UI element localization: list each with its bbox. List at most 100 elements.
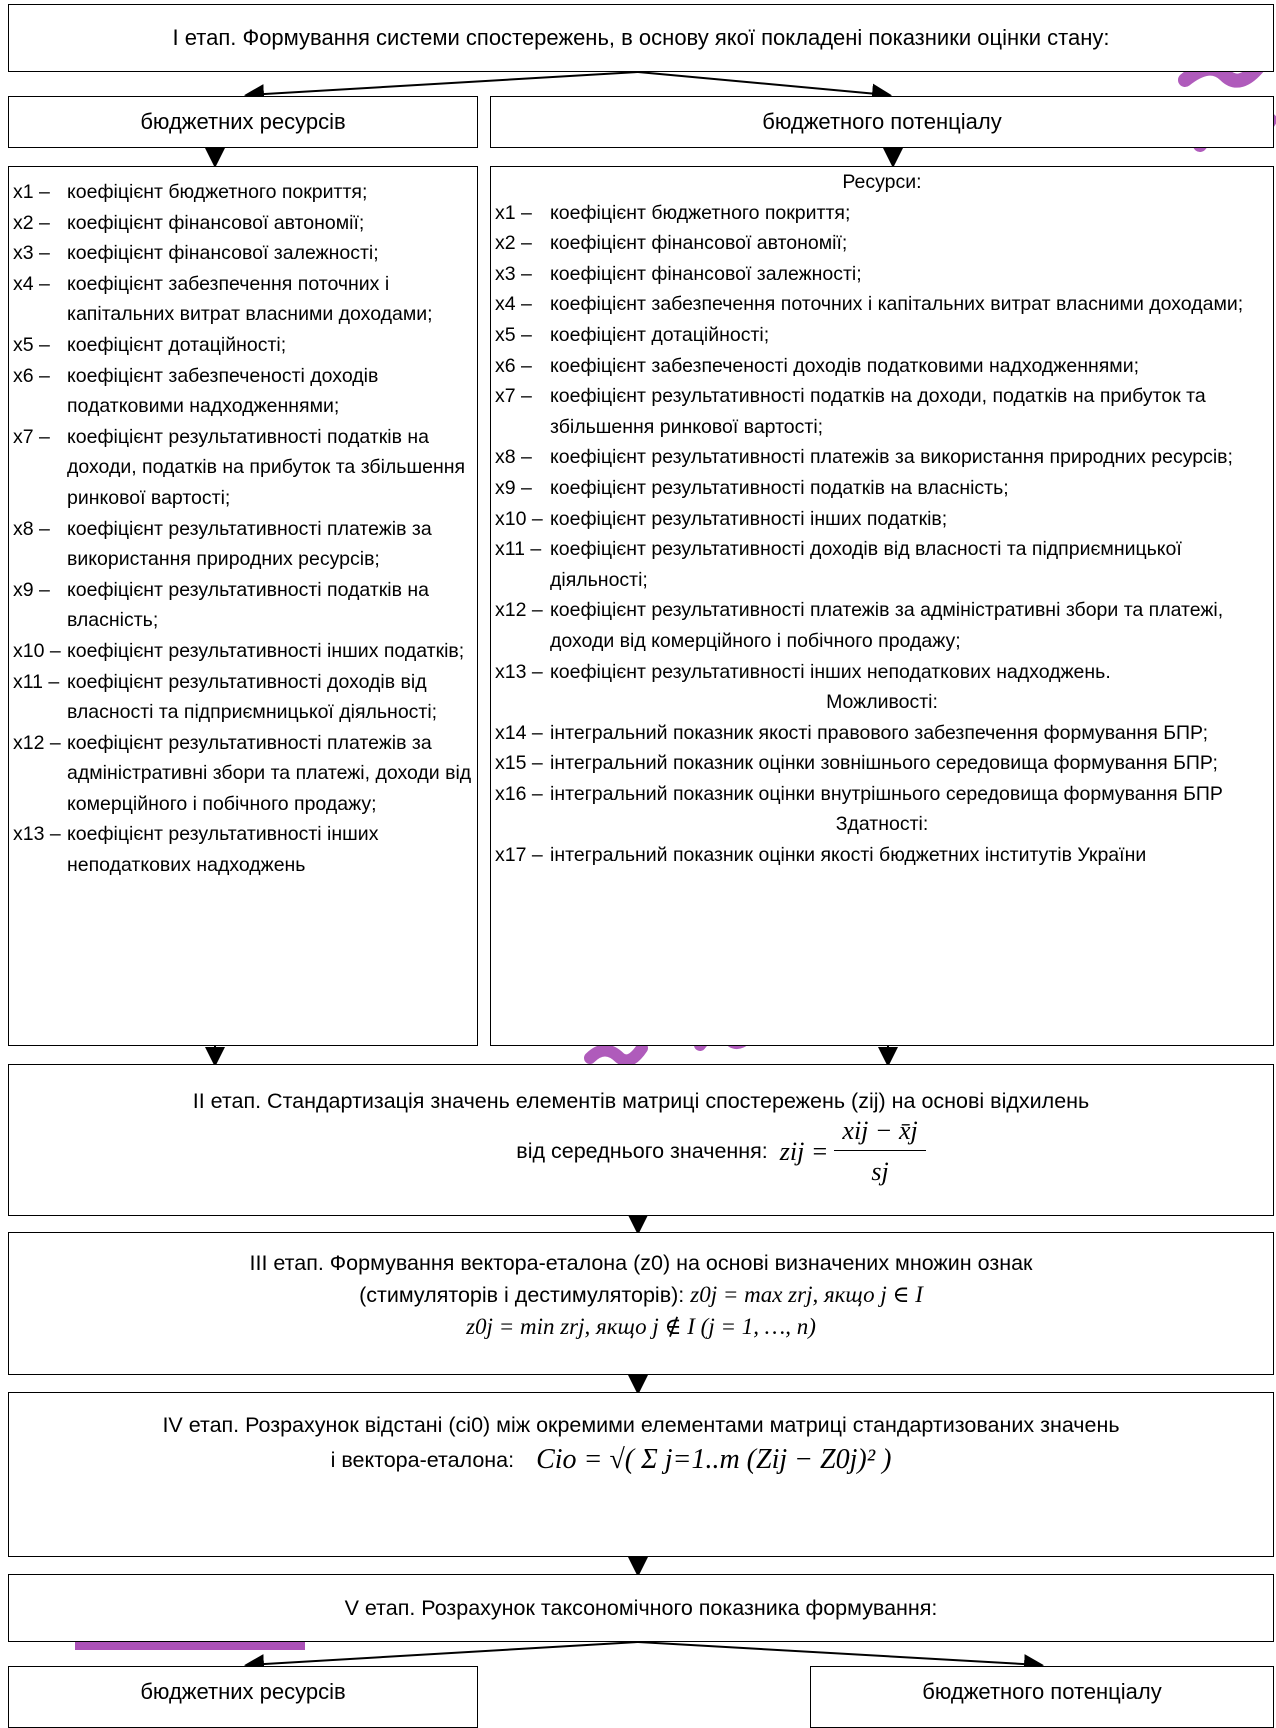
stage-1-box: І етап. Формування системи спостережень,… [8,4,1274,72]
indicator-key: x1 – [13,181,50,203]
indicator-item: x8 – коефіцієнт результативності платежів… [13,514,473,575]
indicator-text: коефіцієнт фінансової залежності; [550,262,862,285]
formula-z-numerator: xij − x̄j [834,1116,926,1151]
indicator-item: x9 –коефіцієнт результативності податків… [13,575,473,636]
right-header-budget-potential: бюджетного потенціалу [490,96,1274,148]
indicator-key: x12 – [13,731,61,754]
indicator-text: коефіцієнт дотаційності; [67,333,287,356]
resources-section-title: Ресурси: [842,171,922,193]
indicator-item: x2 – коефіцієнт фінансової автономії; [13,208,473,239]
indicator-item: x6 – коефіцієнт забезпеченості доходів по… [495,351,1269,382]
indicator-item: x7 – коефіцієнт результативності податків… [13,422,473,514]
indicator-item: x4 –коефіцієнт забезпечення поточних і к… [13,269,473,330]
indicator-text: інтегральний показник оцінки внутрішньог… [550,782,1223,805]
indicator-text: коефіцієнт результативності платежів за … [67,517,432,571]
indicator-item: x14 –інтегральний показник якості правов… [495,718,1269,749]
indicator-item: x5 – коефіцієнт дотаційності; [495,320,1269,351]
indicator-item: x5 – коефіцієнт дотаційності; [13,330,473,361]
indicator-key: x7 – [13,425,50,448]
indicator-text: коефіцієнт бюджетного покриття; [550,201,851,224]
indicator-key: x4 – [495,293,532,316]
indicator-key: x3 – [13,242,50,265]
indicator-key: x2 – [13,211,50,234]
indicator-item: x3 – коефіцієнт фінансової залежності; [495,259,1269,290]
indicator-key: x16 – [495,782,543,805]
indicator-text: коефіцієнт фінансової залежності; [67,242,379,265]
indicator-key: x9 – [13,578,50,601]
indicator-text: коефіцієнт результативності інших непода… [67,823,379,877]
indicator-item: x16 – інтегральний показник оцінки внутрі… [495,779,1269,810]
indicator-text: коефіцієнт результативності податків на … [67,425,466,509]
indicator-text: коефіцієнт дотаційності; [550,323,770,346]
formula-z-lhs: zij = [779,1136,829,1166]
stage-2-line-2: від середнього значення: [516,1139,768,1163]
indicator-text: інтегральний показник якості правового з… [550,721,1209,744]
stage-1-title: І етап. Формування системи спостережень,… [172,25,1110,50]
indicator-text: інтегральний показник оцінки зовнішнього… [550,752,1218,775]
indicator-key: x9 – [495,476,532,499]
indicator-text: коефіцієнт результативності платежів за … [550,599,1224,652]
stage-2-box: ІІ етап. Стандартизація значень елементі… [8,1064,1274,1216]
formula-distance: Cio = √( Σ j=1..m (Zij − Z0j)² ) [536,1444,892,1475]
indicator-item: x6 –коефіцієнт забезпеченості доходів по… [13,361,473,422]
indicator-text: коефіцієнт забезпеченості доходів податк… [550,354,1140,377]
final-left-header-budget-resources: бюджетних ресурсів [8,1666,478,1728]
indicator-key: x5 – [13,333,50,356]
final-right-header-label: бюджетного потенціалу [922,1679,1162,1704]
indicator-key: x5 – [495,323,532,346]
stage-5-box: V етап. Розрахунок таксономічного показн… [8,1574,1274,1642]
final-right-header-budget-potential: бюджетного потенціалу [810,1666,1274,1728]
indicator-item: x12 –коефіцієнт результативності платежі… [13,728,473,820]
stage-3-line-2-prefix: (стимуляторів і дестимуляторів): [359,1283,685,1307]
indicator-item: x17 – інтегральний показник оцінки якості… [495,840,1269,871]
stage-3-box: ІІІ етап. Формування вектора-еталона (z0… [8,1232,1274,1375]
indicator-item: x8 – коефіцієнт результативності платежів… [495,442,1269,473]
indicator-item: x15 –інтегральний показник оцінки зовніш… [495,748,1269,779]
indicator-text: коефіцієнт забезпечення поточних і капіт… [550,293,1244,316]
indicator-item: x11 – коефіцієнт результативності доходів… [495,534,1269,595]
formula-max: z0j = max zrj, якщо j ∈ I [690,1282,923,1307]
final-left-header-label: бюджетних ресурсів [140,1679,346,1704]
indicator-key: x11 – [13,670,60,693]
left-header-label: бюджетних ресурсів [140,109,346,134]
indicator-item: x2 –коефіцієнт фінансової автономії; [495,228,1269,259]
indicator-key: x11 – [495,538,542,561]
indicator-key: x13 – [13,823,61,846]
indicator-key: x1 – [495,201,532,224]
indicator-key: x8 – [495,446,532,469]
indicator-text: коефіцієнт результативності інших непода… [550,660,1111,683]
indicator-text: коефіцієнт результативності платежів за … [550,446,1233,469]
right-header-label: бюджетного потенціалу [762,109,1002,134]
indicator-item: x9 –коефіцієнт результативності податків… [495,473,1269,504]
stage-4-line-1: IV етап. Розрахунок відстані (ci0) між о… [162,1413,1120,1437]
stage-5-title: V етап. Розрахунок таксономічного показн… [344,1595,938,1620]
left-indicator-list: x1 –коефіцієнт бюджетного покриття; x2 – к… [8,166,478,1046]
indicator-key: x10 – [495,507,543,530]
indicator-key: x10 – [13,639,61,662]
indicator-item: x10 – коефіцієнт результативності інших п… [495,504,1269,535]
stage-4-line-2: і вектора-еталона: [330,1447,515,1472]
formula-z-fraction: xij − x̄j sj [834,1116,926,1187]
indicator-item: x4 – коефіцієнт забезпечення поточних і к… [495,289,1269,320]
stage-3-line-1: ІІІ етап. Формування вектора-еталона (z0… [249,1251,1033,1275]
indicator-item: x11 –коефіцієнт результативності доходів… [13,667,473,728]
indicator-item: x1 –коефіцієнт бюджетного покриття; [13,177,473,208]
stage-4-box: IV етап. Розрахунок відстані (ci0) між о… [8,1392,1274,1557]
indicator-text: коефіцієнт забезпеченості доходів податк… [67,364,379,418]
indicator-key: x17 – [495,844,543,867]
indicator-key: x6 – [495,354,532,377]
indicator-text: коефіцієнт результативності інших податк… [550,507,948,530]
left-header-budget-resources: бюджетних ресурсів [8,96,478,148]
indicator-key: x4 – [13,272,50,295]
indicator-key: x8 – [13,517,50,540]
indicator-text: коефіцієнт фінансової автономії; [67,211,365,234]
right-indicator-list: Ресурси: x1 – коефіцієнт бюджетного покри… [490,166,1274,1046]
indicator-item: x12 – коефіцієнт результативності платежі… [495,595,1269,656]
indicator-text: коефіцієнт результативності доходів від … [550,538,1182,591]
indicator-text: інтегральний показник оцінки якості бюдж… [550,844,1147,867]
formula-z-denominator: sj [871,1157,889,1186]
abilities-section-title: Здатності: [835,813,929,836]
indicator-key: x3 – [495,262,532,285]
indicator-key: x12 – [495,599,543,622]
stage-2-line-1: ІІ етап. Стандартизація значень елементі… [192,1089,1090,1113]
